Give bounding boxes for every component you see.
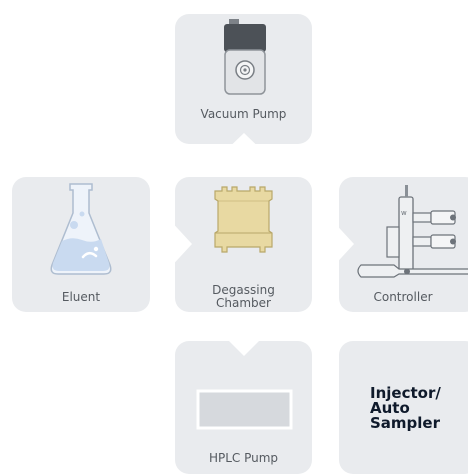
controller-valve-icon: w [357,185,468,278]
hplc-pump-label: HPLC Pump [208,451,279,465]
degassing-chamber-label: Degassing Chamber [212,283,275,310]
controller-label: Controller [373,290,433,304]
hplc-pump-tile: HPLC Pump [175,341,312,474]
controller-tile: w Controller [339,177,468,312]
injector-label: Injector/ Auto Sampler [370,384,441,432]
vacuum-pump-label: Vacuum Pump [200,107,287,121]
pump-block-icon [196,389,293,430]
degassing-chamber-tile: Degassing Chamber [175,177,312,312]
svg-text:w: w [401,209,407,217]
vacuum-pump-tile: Vacuum Pump [175,14,312,144]
degassing-chamber-icon [214,186,273,253]
eluent-label: Eluent [61,290,101,304]
injector-tile: Injector/ Auto Sampler [339,341,468,474]
flask-icon [50,183,112,275]
vacuum-pump-icon [224,19,266,95]
eluent-tile: Eluent [12,177,150,312]
